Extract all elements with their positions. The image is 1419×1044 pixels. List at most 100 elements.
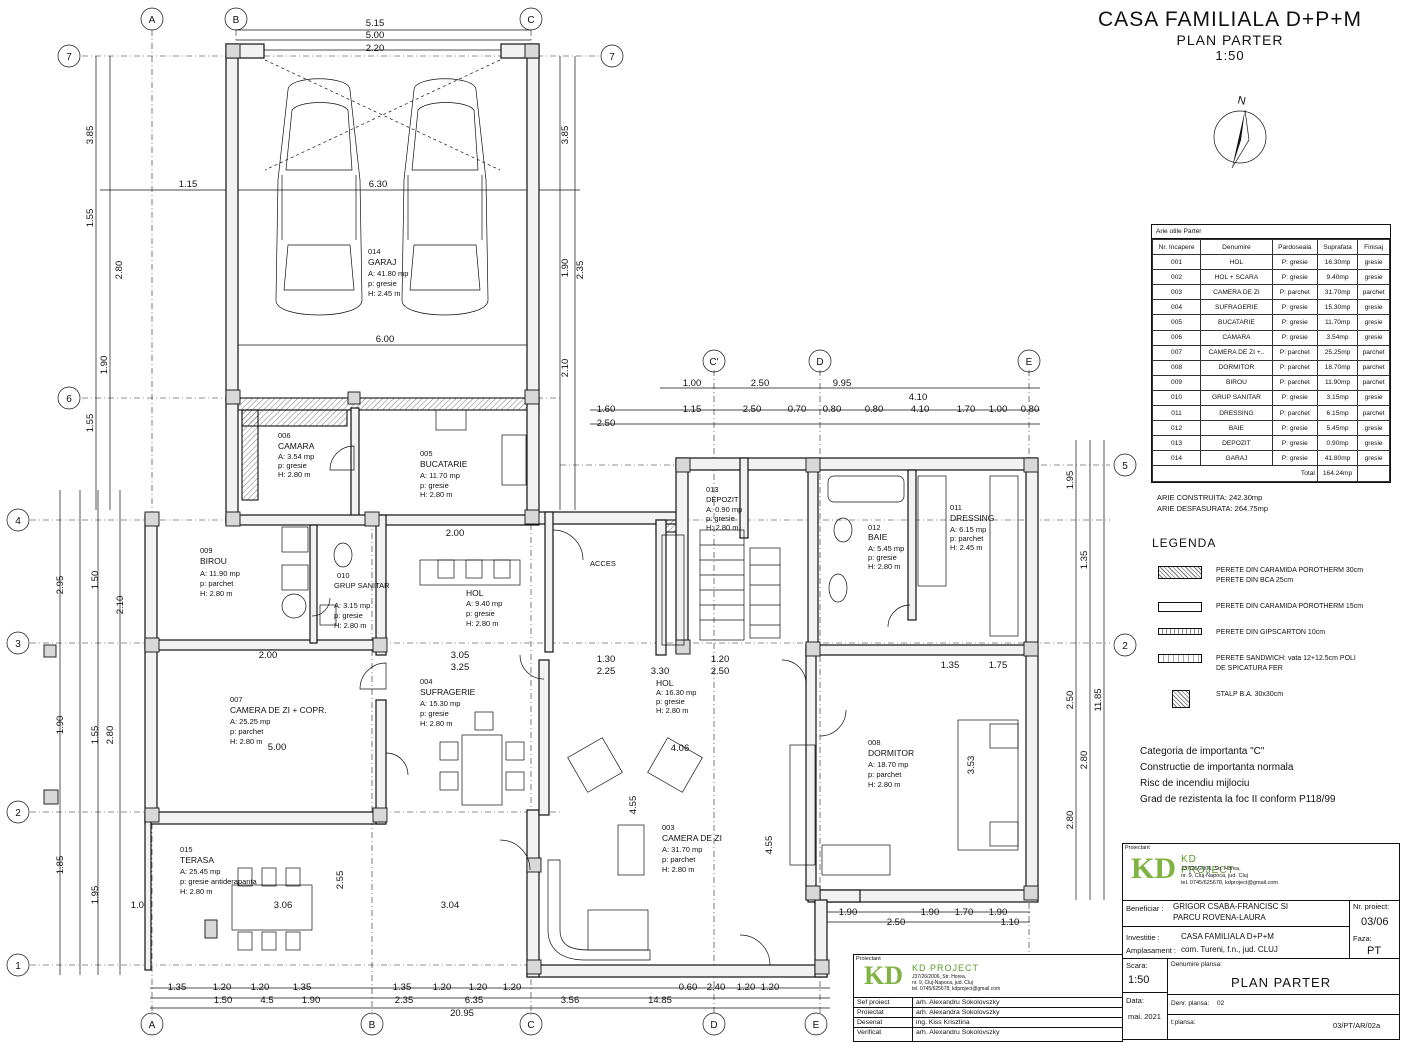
dim-text: 1.75	[989, 660, 1008, 671]
svg-text:A: 15.30 mp: A: 15.30 mp	[420, 699, 460, 708]
svg-text:p: gresie: p: gresie	[420, 709, 449, 718]
tb-data: mai. 2021	[1128, 1012, 1161, 1021]
dim-text: 1.95	[1065, 471, 1076, 490]
svg-text:004: 004	[420, 677, 433, 686]
areas-table-cell: P: parchet	[1271, 284, 1318, 301]
room-010-grup-sanitar: 010 GRUP SANITAR A: 3.15 mp p: gresie H:…	[334, 571, 390, 630]
dim-text: 2.35	[575, 261, 586, 280]
areas-table-cell: P: gresie	[1271, 450, 1318, 467]
dim-text: 1.20	[469, 982, 488, 993]
dim-text: 1.90	[921, 907, 940, 918]
svg-text:014: 014	[368, 247, 381, 256]
dim-text: 2.50	[597, 418, 616, 429]
dim-text: 0.80	[823, 404, 842, 415]
dim-text: 1.00	[989, 404, 1008, 415]
svg-text:A: 41.80 mp: A: 41.80 mp	[368, 269, 408, 278]
dim-text: 1.50	[90, 571, 101, 590]
dim-text: 1.35	[1079, 551, 1090, 570]
svg-text:A: A	[149, 15, 156, 26]
dim-text: 20.95	[450, 1008, 474, 1019]
svg-text:A: 3.15 mp: A: 3.15 mp	[334, 601, 370, 610]
svg-text:SUFRAGERIE: SUFRAGERIE	[420, 687, 476, 697]
areas-table-cell: 15.30mp	[1316, 299, 1359, 316]
room-008-dormitor: 008 DORMITOR A: 18.70 mp p: parchet H: 2…	[868, 738, 914, 789]
areas-table-cell: P: gresie	[1271, 420, 1318, 437]
col-header: Denumire	[1200, 238, 1273, 256]
svg-text:H: 2.45 m: H: 2.45 m	[950, 543, 983, 552]
signatures-block: Proiectant KD KD PROJECT J37/26/2006, St…	[853, 954, 1123, 1042]
dim-text: 2.50	[743, 404, 762, 415]
room-004-sufragerie: 004 SUFRAGERIE A: 15.30 mp p: gresie H: …	[420, 677, 476, 728]
svg-text:H: 2.80 m: H: 2.80 m	[230, 737, 263, 746]
notes: Categoria de importanta "C" Constructie …	[1140, 744, 1335, 808]
dim-text: 3.85	[560, 126, 571, 145]
tb-beneficiar-1: GRIGOR CSABA-FRANCISC SI	[1173, 902, 1289, 911]
svg-text:1: 1	[15, 961, 21, 972]
walls	[144, 43, 1039, 978]
areas-table-caption: Arie utile Parter	[1152, 225, 1390, 239]
svg-text:2: 2	[1122, 641, 1128, 652]
svg-text:A: 0.90 mp: A: 0.90 mp	[706, 505, 742, 514]
room-009-birou: 009 BIROU A: 11.90 mp p: parchet H: 2.80…	[200, 546, 240, 598]
dim-text: 2.40	[707, 982, 726, 993]
tb-nr-plansa: 02	[1217, 1000, 1225, 1007]
svg-text:TERASA: TERASA	[180, 855, 214, 865]
dim-text: 1.20	[213, 982, 232, 993]
room-014-garaj: 014 GARAJ A: 41.80 mp p: gresie H: 2.45 …	[368, 247, 408, 298]
dim-text: 1.00	[683, 378, 702, 389]
svg-text:A: 25.45 mp: A: 25.45 mp	[180, 867, 220, 876]
dim-text: 3.25	[451, 662, 470, 673]
svg-text:H: 2.80 m: H: 2.80 m	[662, 865, 695, 874]
areas-table-cell: SUFRAGERIE	[1200, 299, 1273, 316]
dim-text: 1.00	[131, 900, 150, 911]
svg-text:7: 7	[609, 52, 615, 63]
room-006-camara: 006 CAMARA A: 3.54 mp p: gresie H: 2.80 …	[278, 431, 315, 479]
tb-investitie-label: Investitie :	[1126, 933, 1160, 942]
svg-text:p: gresie: p: gresie	[278, 461, 307, 470]
svg-text:H: 2.80 m: H: 2.80 m	[706, 523, 739, 532]
areas-total-value: 164.24mp	[1316, 465, 1359, 482]
svg-text:3: 3	[15, 639, 21, 650]
svg-text:A: 31.70 mp: A: 31.70 mp	[662, 845, 702, 854]
grid-bubble-mid-e: E	[1017, 349, 1041, 373]
dim-text: 1.35	[168, 982, 187, 993]
areas-table-grid: Nr. Incapere Denumire Pardoseala Suprafa…	[1151, 238, 1390, 482]
dim-text: 4.55	[764, 836, 775, 855]
areas-table-cell: P: gresie	[1271, 329, 1318, 346]
dim-text: 2.10	[115, 596, 126, 615]
tb-plansa-code-label: t:plansa:	[1171, 1019, 1196, 1026]
legend-swatch-pillar	[1172, 690, 1190, 708]
dim-text: 1.35	[941, 660, 960, 671]
dim-text: 2.55	[335, 871, 346, 890]
svg-text:A: A	[149, 1020, 156, 1031]
svg-text:CAMARA: CAMARA	[278, 441, 315, 451]
dim-text: 14.85	[648, 995, 672, 1006]
svg-text:A: 25.25 mp: A: 25.25 mp	[230, 717, 270, 726]
areas-table-cell: 001	[1151, 254, 1202, 271]
svg-text:H: 2.80 m: H: 2.80 m	[868, 780, 901, 789]
grid-bubble-bottom-b: B	[360, 1012, 384, 1036]
svg-text:A: 9.40 mp: A: 9.40 mp	[466, 599, 502, 608]
areas-total-empty	[1357, 465, 1390, 482]
note-line: Constructie de importanta normala	[1140, 762, 1294, 773]
svg-text:DRESSING: DRESSING	[950, 513, 994, 523]
svg-text:H: 2.45 m: H: 2.45 m	[368, 289, 401, 298]
areas-table-cell: 014	[1151, 450, 1202, 467]
svg-text:GARAJ: GARAJ	[368, 257, 396, 267]
dim-text: 1.30	[597, 654, 616, 665]
tb-denumire: PLAN PARTER	[1231, 975, 1332, 990]
areas-table-cell: DORMITOR	[1200, 359, 1273, 376]
areas-table-cell: P: gresie	[1271, 254, 1318, 271]
tb-amplasament-label: Amplasament :	[1126, 946, 1177, 955]
dim-text: 9.95	[833, 378, 852, 389]
svg-text:003: 003	[662, 823, 675, 832]
note-line: Categoria de importanta "C"	[1140, 746, 1265, 757]
